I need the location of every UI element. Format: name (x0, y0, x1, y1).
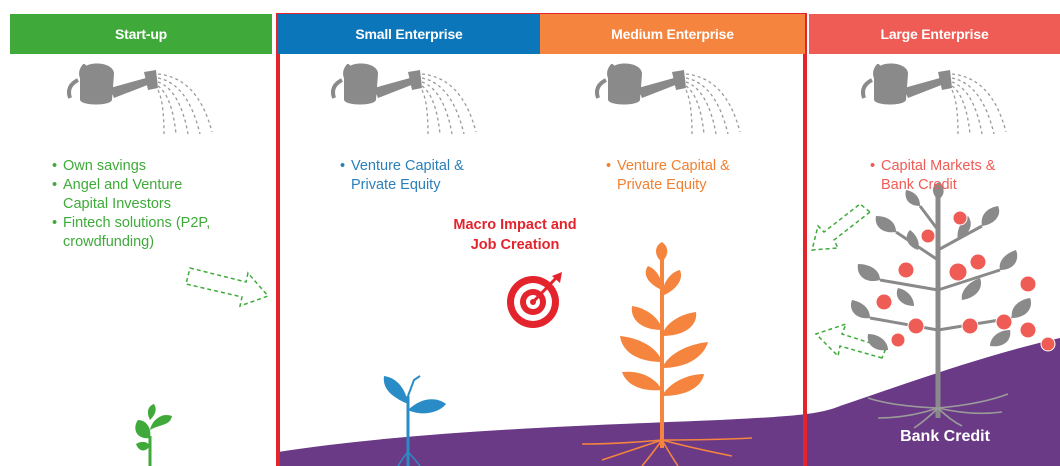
bank-credit-label: Bank Credit (900, 428, 990, 445)
header-large-enterprise: Large Enterprise (809, 14, 1060, 54)
bullet-item: Venture Capital & Private Equity (606, 157, 756, 195)
startup-bullets: Own savings Angel and Venture Capital In… (52, 157, 262, 252)
header-medium-enterprise: Medium Enterprise (540, 14, 805, 54)
arrow-icon (185, 267, 270, 308)
plant-icon (135, 404, 172, 466)
plant-icon (620, 242, 708, 448)
large-bullets: Capital Markets & Bank Credit (870, 157, 1020, 195)
roots (581, 437, 753, 466)
small-bullets: Venture Capital & Private Equity (340, 157, 490, 195)
watering-can-icon (861, 61, 1008, 136)
watering-can-icon (331, 61, 478, 136)
tree-icon (850, 182, 1056, 429)
bullet-item: Own savings (52, 157, 262, 176)
bullet-item: Angel and Venture Capital Investors (52, 176, 223, 214)
header-small-enterprise: Small Enterprise (278, 14, 540, 54)
ground-hill (278, 338, 1060, 466)
macro-impact-title: Macro Impact and Job Creation (453, 217, 577, 253)
bullet-item: Capital Markets & Bank Credit (870, 157, 1020, 195)
bullet-item: Fintech solutions (P2P, crowdfunding) (52, 214, 263, 252)
arrow-icon (811, 203, 872, 251)
roots (867, 393, 1009, 429)
medium-bullets: Venture Capital & Private Equity (606, 157, 756, 195)
watering-can-icon (67, 61, 214, 136)
arrow-icon (814, 322, 887, 359)
header-start-up: Start-up (10, 14, 272, 54)
bullet-item: Venture Capital & Private Equity (340, 157, 490, 195)
target-icon (507, 272, 562, 328)
plant-icon (383, 375, 446, 466)
watering-can-icon (595, 61, 742, 136)
